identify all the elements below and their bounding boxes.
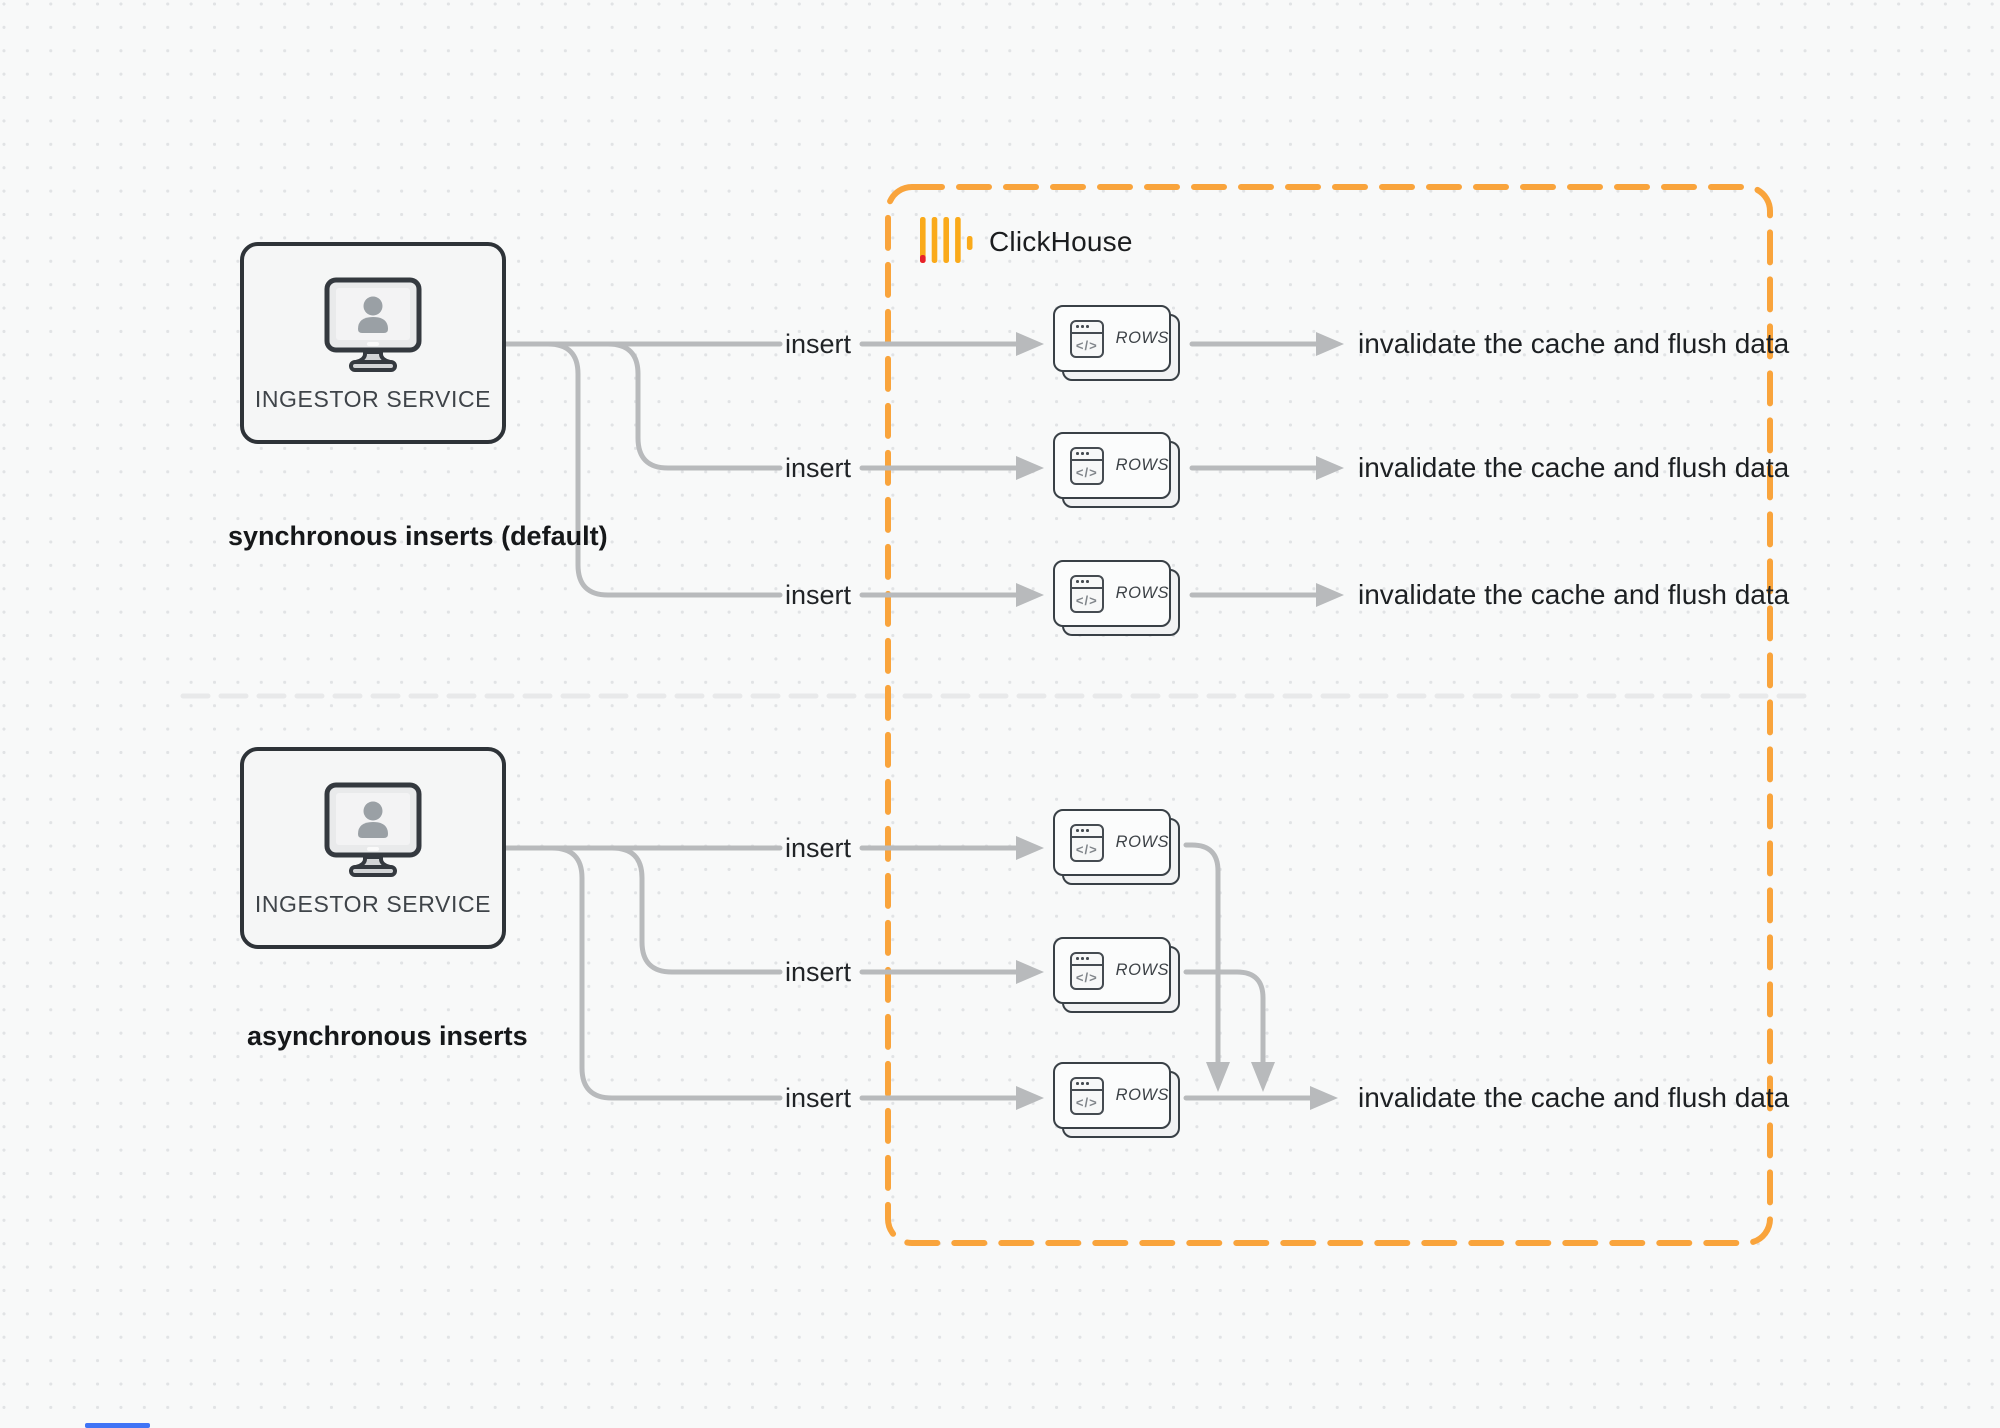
- insert-label: insert: [784, 957, 851, 987]
- rows-label: ROWS: [1115, 456, 1169, 474]
- clickhouse-boundary-box: [885, 184, 1773, 1246]
- async-section-title: asynchronous inserts: [247, 1021, 528, 1051]
- insert-label: insert: [784, 453, 851, 483]
- sync-connectors: [502, 341, 1319, 598]
- rows-table: </> ROWS: [1053, 305, 1180, 381]
- insert-label: insert: [784, 329, 851, 359]
- rows-table: </> ROWS: [1053, 809, 1180, 885]
- invalidate-label: invalidate the cache and flush data: [1358, 579, 1790, 610]
- ingestor-service-label: INGESTOR SERVICE: [254, 891, 492, 917]
- sync-section-title: synchronous inserts (default): [228, 521, 608, 551]
- clickhouse-title: ClickHouse: [989, 226, 1133, 257]
- clipped-blue-element: [85, 1423, 150, 1428]
- ingestor-service-label: INGESTOR SERVICE: [254, 386, 492, 412]
- rows-label: ROWS: [1115, 329, 1169, 347]
- monitor-user-icon: [323, 781, 423, 882]
- rows-table: </> ROWS: [1053, 432, 1180, 508]
- insert-label: insert: [784, 833, 851, 863]
- browser-code-icon: </>: [1070, 951, 1104, 990]
- rows-label: ROWS: [1115, 833, 1169, 851]
- rows-label: ROWS: [1115, 584, 1169, 602]
- rows-table: </> ROWS: [1053, 1062, 1180, 1138]
- ingestor-service-box-sync: INGESTOR SERVICE: [240, 242, 506, 444]
- ingestor-service-box-async: INGESTOR SERVICE: [240, 747, 506, 949]
- browser-code-icon: </>: [1070, 1076, 1104, 1115]
- async-connectors: [504, 842, 1313, 1101]
- browser-code-icon: </>: [1070, 574, 1104, 613]
- invalidate-label: invalidate the cache and flush data: [1358, 1082, 1790, 1113]
- browser-code-icon: </>: [1070, 319, 1104, 358]
- rows-table: </> ROWS: [1053, 560, 1180, 636]
- insert-label: insert: [784, 1083, 851, 1113]
- invalidate-label: invalidate the cache and flush data: [1358, 452, 1790, 483]
- async-arrowheads: [1016, 836, 1338, 1110]
- rows-table: </> ROWS: [1053, 937, 1180, 1013]
- clickhouse-bars-logo: [920, 217, 974, 269]
- invalidate-label: invalidate the cache and flush data: [1358, 328, 1790, 359]
- browser-code-icon: </>: [1070, 446, 1104, 485]
- monitor-user-icon: [323, 276, 423, 377]
- browser-code-icon: </>: [1070, 823, 1104, 862]
- sync-arrowheads: [1016, 332, 1344, 607]
- insert-label: insert: [784, 580, 851, 610]
- rows-label: ROWS: [1115, 961, 1169, 979]
- rows-label: ROWS: [1115, 1086, 1169, 1104]
